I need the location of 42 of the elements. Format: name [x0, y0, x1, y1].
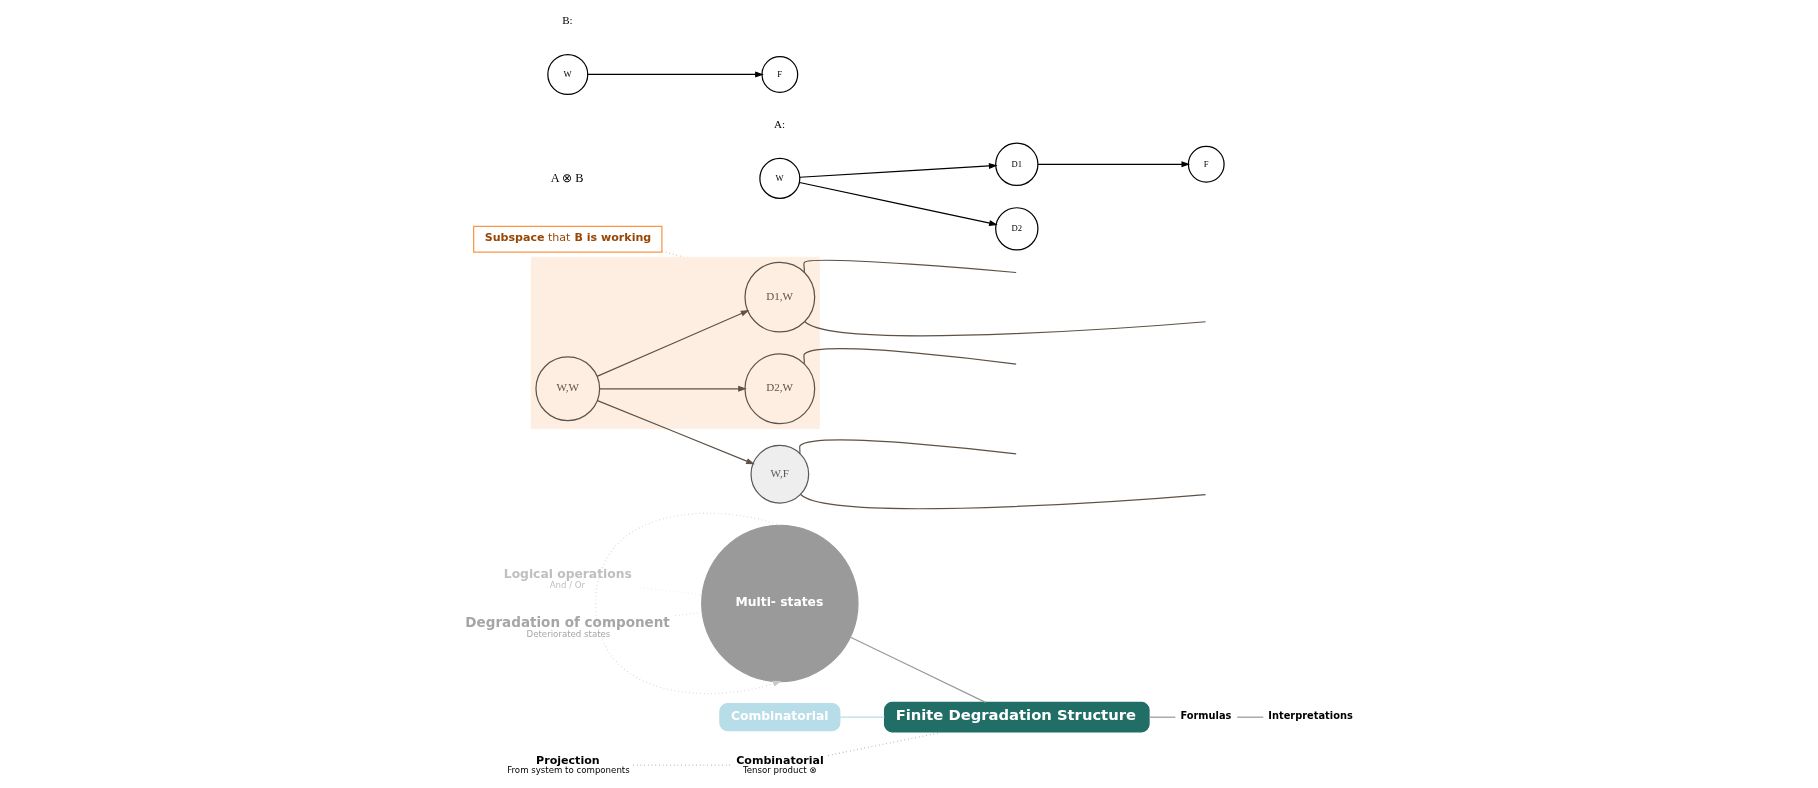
- node-circle: F: [761, 56, 799, 93]
- arrow: [596, 310, 750, 377]
- connector: [803, 259, 1017, 274]
- node-circle: W: [759, 157, 801, 199]
- connector: [803, 348, 1017, 365]
- node-text: Projection From system to components: [507, 753, 630, 775]
- arrow: [1037, 161, 1191, 168]
- arrow: [595, 512, 782, 694]
- node-circle: Multi- states: [701, 524, 859, 683]
- label: A ⊗ B: [550, 170, 584, 185]
- connector: [1148, 716, 1176, 718]
- arrow: [596, 399, 755, 465]
- node-circle: D1: [995, 142, 1039, 186]
- connector: [804, 321, 1207, 337]
- arrow: [587, 71, 764, 78]
- connector: [849, 636, 987, 704]
- arrow: [798, 181, 998, 227]
- label: A:: [774, 118, 786, 131]
- node-text: Formulas: [1180, 709, 1232, 721]
- arrow: [599, 385, 747, 392]
- node-circle: W: [547, 53, 589, 96]
- node-text: Degradation of component Deteriorated states: [465, 614, 670, 639]
- node-circle: W,F: [750, 444, 810, 504]
- node-circle: D2: [995, 207, 1039, 251]
- cluster: [530, 256, 820, 430]
- node-text: Logical operations And / Or: [503, 567, 632, 590]
- connector: [800, 493, 1207, 510]
- connector: [1236, 716, 1264, 718]
- connector: [674, 611, 703, 617]
- label: B:: [562, 14, 573, 27]
- node-circle: W,W: [535, 356, 601, 422]
- node-box: Subspace that B is working: [473, 225, 663, 253]
- node-text: Combinatorial Tensor product ⊗: [736, 753, 824, 775]
- node-circle: D2,W: [744, 353, 816, 425]
- arrow: [799, 162, 998, 178]
- node-text: Interpretations: [1268, 709, 1353, 721]
- connector: [798, 439, 1017, 455]
- connector: [839, 716, 886, 718]
- node-box: Combinatorial: [719, 703, 841, 732]
- node-circle: F: [1187, 145, 1225, 183]
- node-box: Finite Degradation Structure: [883, 701, 1150, 733]
- node-circle: D1,W: [744, 261, 816, 333]
